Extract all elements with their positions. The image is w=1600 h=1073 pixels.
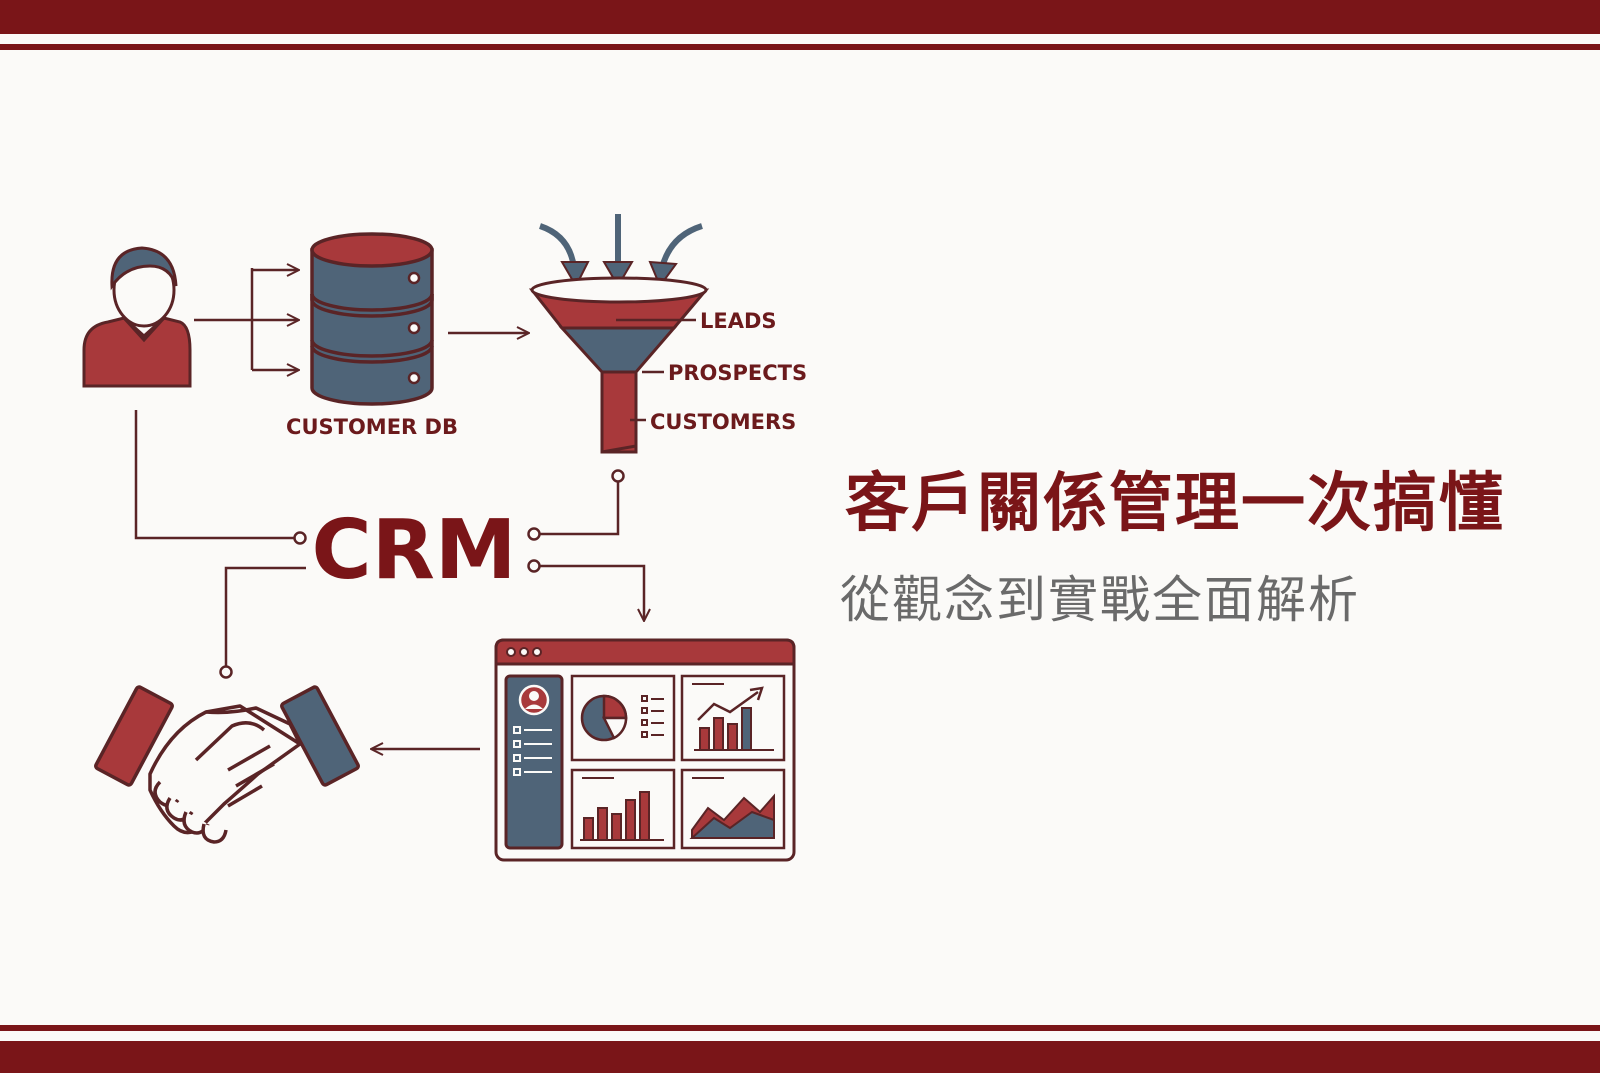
database-label: CUSTOMER DB	[286, 415, 458, 439]
page-subtitle: 從觀念到實戰全面解析	[840, 571, 1360, 629]
funnel-icon	[528, 214, 710, 454]
page-title: 客戶關係管理一次搞懂	[845, 467, 1505, 541]
bottom-border-band	[0, 1041, 1600, 1073]
funnel-stage-leads: LEADS	[700, 309, 777, 333]
database-icon	[310, 232, 434, 406]
user-icon	[82, 246, 192, 388]
user-db-connector	[194, 268, 298, 370]
funnel-leader-lines	[616, 318, 696, 422]
bottom-border-line	[0, 1025, 1600, 1031]
crm-label: CRM	[312, 503, 517, 598]
top-border-band	[0, 0, 1600, 34]
funnel-stage-customers: CUSTOMERS	[650, 410, 796, 434]
funnel-stage-prospects: PROSPECTS	[668, 361, 807, 385]
dashboard-icon	[494, 638, 796, 862]
top-border-line	[0, 44, 1600, 50]
handshake-icon	[94, 685, 360, 844]
crm-connectors	[134, 410, 644, 679]
